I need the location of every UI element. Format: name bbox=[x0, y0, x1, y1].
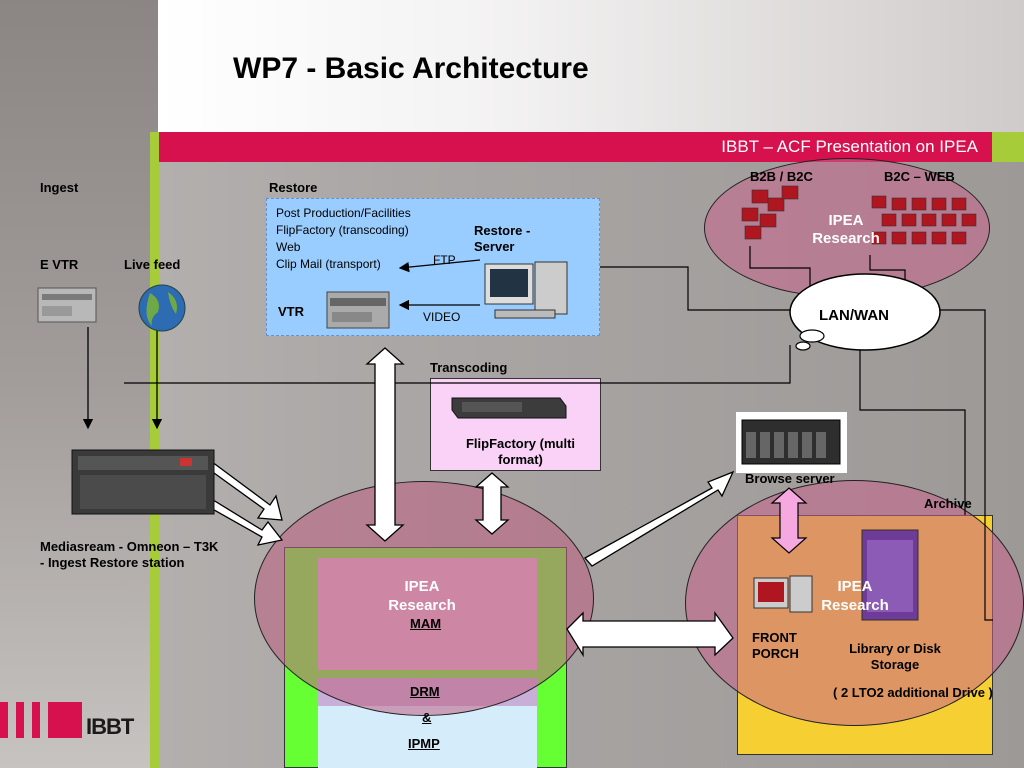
ftp-label: FTP bbox=[433, 253, 456, 267]
flipfactory-label: FlipFactory (multi format) bbox=[465, 436, 576, 467]
archive-heading: Archive bbox=[924, 496, 972, 511]
library-label: Library or Disk Storage bbox=[849, 641, 941, 672]
lime-accent-bar bbox=[150, 132, 159, 768]
live-feed-label: Live feed bbox=[124, 257, 181, 272]
restore-line-3: Web bbox=[276, 240, 301, 254]
evtr-label: E VTR bbox=[40, 257, 79, 272]
lto-label: ( 2 LTO2 additional Drive ) bbox=[833, 685, 993, 700]
b2c-web-label: B2C – WEB bbox=[884, 169, 955, 184]
ingest-station-label: Mediasream - Omneon – T3K - Ingest Resto… bbox=[40, 539, 219, 570]
restore-server-label: Restore - Server bbox=[474, 223, 531, 254]
page-title: WP7 - Basic Architecture bbox=[233, 52, 589, 85]
archive-ipea-research: IPEA Research bbox=[821, 578, 889, 614]
transcoding-heading: Transcoding bbox=[430, 360, 508, 375]
network-ipea-research: IPEA Research bbox=[812, 212, 880, 247]
ibbt-logo-text: IBBT bbox=[86, 714, 134, 739]
b2b-label: B2B / B2C bbox=[750, 169, 813, 184]
restore-line-1: Post Production/Facilities bbox=[276, 206, 411, 220]
lanwan-label: LAN/WAN bbox=[819, 307, 889, 324]
lime-accent-corner bbox=[992, 132, 1024, 162]
amp-label: & bbox=[422, 710, 432, 725]
drm-label: DRM bbox=[410, 684, 440, 699]
mam-label: MAM bbox=[410, 616, 442, 631]
browse-server-label: Browse server bbox=[745, 471, 835, 486]
transcoding-box bbox=[430, 378, 601, 471]
restore-line-4: Clip Mail (transport) bbox=[276, 257, 381, 271]
core-ellipse bbox=[254, 481, 594, 716]
restore-heading: Restore bbox=[269, 180, 318, 195]
presentation-subtitle: IBBT – ACF Presentation on IPEA bbox=[721, 137, 978, 156]
core-ipea-research: IPEA Research bbox=[388, 578, 456, 614]
left-strip bbox=[0, 0, 158, 768]
subtitle-bar bbox=[159, 132, 992, 162]
restore-line-2: FlipFactory (transcoding) bbox=[276, 223, 409, 237]
front-porch-label: FRONT PORCH bbox=[752, 630, 799, 661]
title-area bbox=[158, 0, 1024, 132]
ingest-heading: Ingest bbox=[40, 180, 79, 195]
video-label: VIDEO bbox=[423, 310, 461, 324]
vtr-label: VTR bbox=[278, 304, 304, 319]
ipmp-label: IPMP bbox=[408, 736, 440, 751]
